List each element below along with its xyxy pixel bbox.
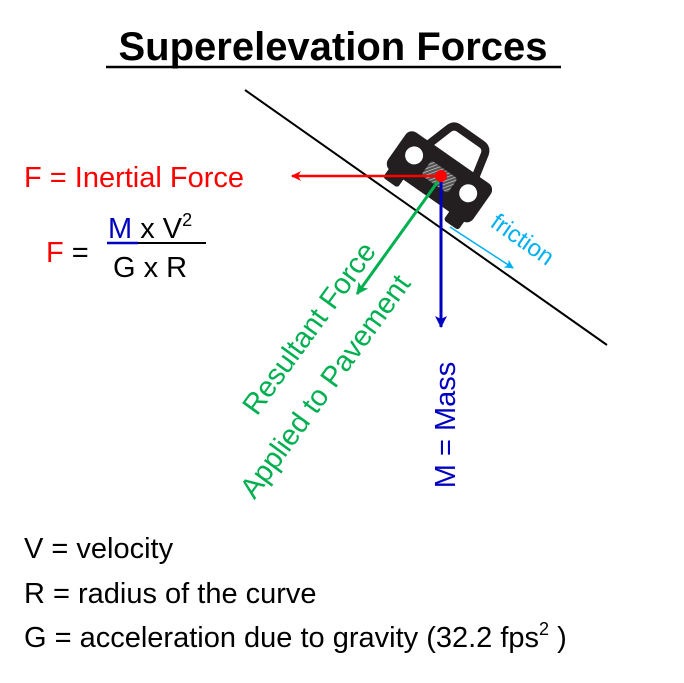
- numerator-mass: M: [108, 213, 132, 245]
- formula-denominator: G x R: [113, 252, 187, 284]
- inertial-force-label: F = Inertial Force: [24, 162, 244, 194]
- car-icon: [383, 122, 493, 230]
- gravity-tail: ): [549, 622, 567, 654]
- definition-velocity: V = velocity: [24, 533, 174, 565]
- definition-radius: R = radius of the curve: [24, 578, 317, 610]
- numerator-exponent: 2: [182, 210, 192, 230]
- diagram-title: Superelevation Forces: [118, 25, 547, 69]
- formula-numerator: M x V2: [108, 210, 192, 245]
- gravity-exponent: 2: [539, 619, 549, 639]
- mass-label: M = Mass: [430, 362, 462, 489]
- gravity-text: G = acceleration due to gravity (32.2 fp…: [24, 622, 539, 654]
- definition-gravity: G = acceleration due to gravity (32.2 fp…: [24, 619, 567, 654]
- resultant-force-arrow: [355, 179, 441, 295]
- friction-arrow: [449, 226, 514, 269]
- road-surface-line: [244, 89, 608, 346]
- formula-f: F: [46, 237, 64, 269]
- numerator-velocity: x V: [132, 213, 183, 245]
- center-of-mass-dot: [435, 170, 447, 182]
- formula-equals: =: [64, 237, 89, 269]
- friction-label: friction: [486, 209, 559, 272]
- formula-lhs: F =: [46, 237, 89, 269]
